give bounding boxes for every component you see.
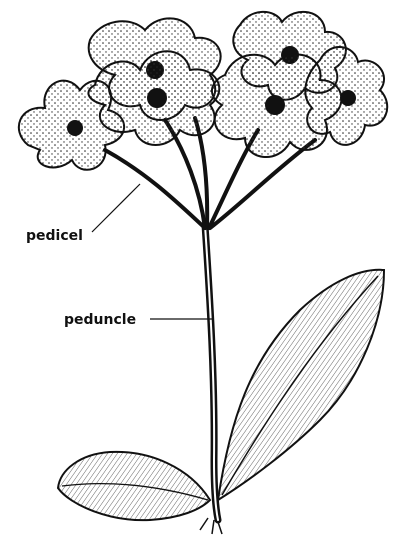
flower-far-right	[305, 47, 387, 145]
pedicel-label: pedicel	[26, 228, 83, 244]
left-leaf	[58, 452, 210, 520]
peduncle-label: peduncle	[64, 312, 136, 328]
right-leaf	[218, 270, 384, 500]
pedicel-leader-line	[92, 184, 140, 232]
